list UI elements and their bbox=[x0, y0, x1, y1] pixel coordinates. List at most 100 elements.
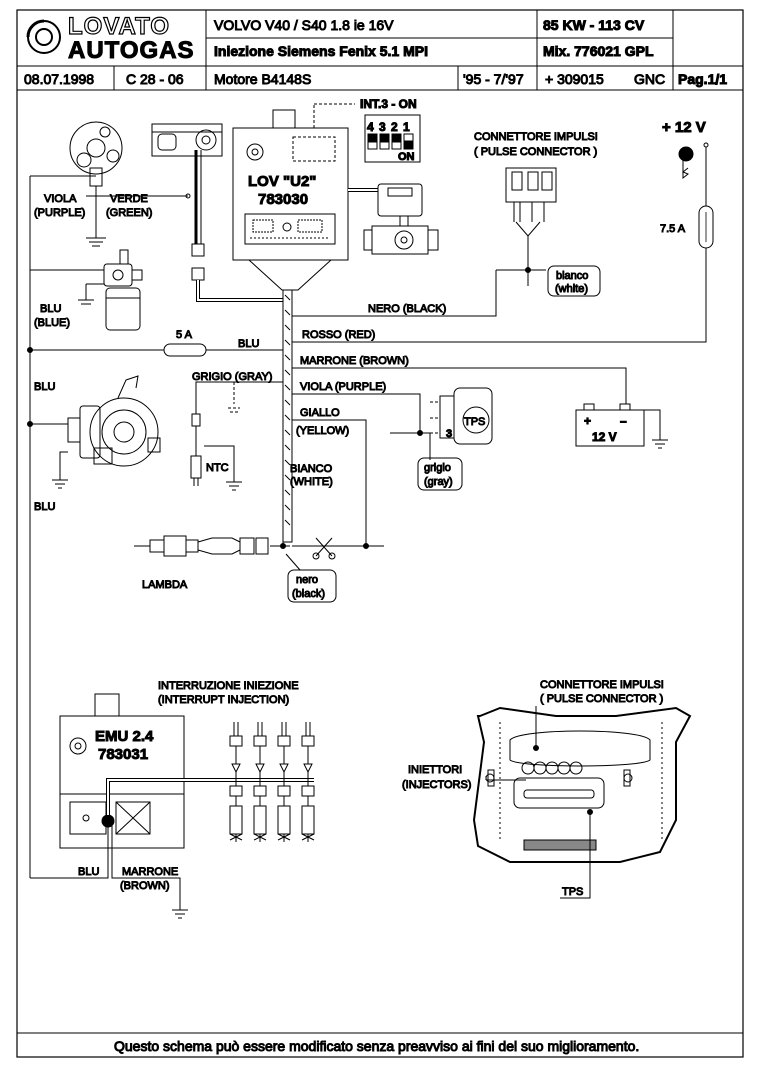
footer-note: Questo schema può essere modificato senz… bbox=[114, 1038, 639, 1054]
emu-code: 783031 bbox=[98, 746, 148, 763]
wire-grigio-gray bbox=[195, 381, 283, 414]
emu-name: EMU 2.4 bbox=[95, 728, 154, 745]
mixer-code: Mix. 776021 GPL bbox=[543, 43, 654, 59]
wire-nero-black bbox=[292, 270, 497, 317]
label-blu-a: BLU bbox=[34, 381, 55, 393]
label-gray: (gray) bbox=[424, 476, 453, 488]
label-blu-emu: BLU bbox=[78, 866, 99, 878]
engine-power: 85 KW - 113 CV bbox=[543, 17, 645, 33]
battery-plus: + bbox=[584, 414, 591, 428]
tps-sensor-icon bbox=[430, 387, 493, 445]
connector-block-icon bbox=[151, 123, 223, 157]
ecu-name: LOV "U2" bbox=[248, 173, 316, 190]
ecu-emu-2-4 bbox=[59, 693, 185, 849]
vehicle-model: VOLVO V40 / S40 1.8 ie 16V bbox=[214, 17, 394, 33]
ecu-code: 783030 bbox=[258, 191, 308, 208]
dip-on-label: ON bbox=[398, 151, 415, 163]
main-wire-harness bbox=[282, 289, 293, 543]
ignition-key-icon bbox=[678, 142, 709, 180]
label-grigio-gray: GRIGIO (GRAY) bbox=[192, 371, 272, 383]
injectors-subtitle: (INJECTORS) bbox=[402, 779, 471, 791]
interrupt-subtitle: (INTERRUPT INJECTION) bbox=[158, 694, 289, 706]
lambda-label: LAMBDA bbox=[142, 579, 188, 591]
label-blue: (BLUE) bbox=[34, 317, 70, 329]
battery-minus: – bbox=[620, 414, 627, 428]
label-brown: (BROWN) bbox=[120, 880, 170, 892]
label-purple: (PURPLE) bbox=[34, 207, 85, 219]
fuse-7-5a-icon bbox=[698, 205, 714, 249]
petrol-valve-icon bbox=[363, 183, 439, 255]
pulse-connector-icon bbox=[505, 167, 557, 237]
label-grigio: grigio bbox=[424, 462, 451, 474]
label-bianco-up: BIANCO bbox=[290, 463, 333, 475]
dip-digit-1: 1 bbox=[403, 120, 410, 134]
label-blu-left: BLU bbox=[40, 303, 61, 315]
fuse-5a-label: 5 A bbox=[176, 329, 193, 341]
grigio-callout: grigio (gray) bbox=[417, 457, 463, 491]
label-bianco: bianco bbox=[556, 270, 588, 282]
ntc-label: NTC bbox=[206, 462, 229, 474]
wire-rosso-red bbox=[292, 248, 707, 343]
label-white-up: (WHITE) bbox=[290, 476, 333, 488]
label-green: (GREEN) bbox=[106, 207, 152, 219]
dip-digit-2: 2 bbox=[391, 120, 398, 134]
dip-digit-3: 3 bbox=[379, 120, 386, 134]
label-white: (white) bbox=[555, 283, 588, 295]
label-blu-mid: BLU bbox=[238, 338, 259, 350]
dip-digit-4: 4 bbox=[367, 120, 374, 134]
pulse-connector-subtitle: ( PULSE CONNECTOR ) bbox=[474, 146, 597, 158]
ref-number: + 309015 bbox=[545, 71, 604, 87]
battery-label: 12 V bbox=[592, 430, 617, 444]
engine-top-view bbox=[472, 706, 692, 863]
pulse-connector-title: CONNETTORE IMPULSI bbox=[474, 131, 598, 143]
label-nero: nero bbox=[296, 574, 318, 586]
label-verde: VERDE bbox=[110, 193, 148, 205]
doc-date: 08.07.1998 bbox=[24, 71, 94, 87]
wire-viola-purple-tps bbox=[292, 393, 421, 433]
label-marrone: MARRONE bbox=[122, 866, 178, 878]
injector-interrupt-plugs bbox=[229, 722, 315, 842]
label-giallo: GIALLO bbox=[300, 407, 340, 419]
fuel-type: GNC bbox=[634, 71, 665, 87]
injectors-label: INIETTORI bbox=[408, 764, 462, 776]
page-number: Pag.1/1 bbox=[678, 71, 727, 87]
label-viola-purple: VIOLA (PURPLE) bbox=[300, 381, 386, 393]
fuse-5a-icon bbox=[163, 343, 207, 357]
label-viola: VIOLA bbox=[44, 193, 77, 205]
plus-12v-label: + 12 V bbox=[662, 119, 706, 136]
pulse-connector-2-title: CONNETTORE IMPULSI bbox=[540, 679, 664, 691]
label-rosso-red: ROSSO (RED) bbox=[302, 329, 375, 341]
injection-system: Iniezione Siemens Fenix 5.1 MPI bbox=[214, 43, 428, 59]
lambda-sensor-icon bbox=[134, 535, 269, 557]
label-blu-b: BLU bbox=[34, 501, 55, 513]
int3-label: INT.3 - ON bbox=[360, 97, 417, 111]
gas-solenoid-valve-icon bbox=[103, 249, 143, 331]
tps-bottom-label: TPS bbox=[562, 886, 583, 898]
wire-giallo-yellow bbox=[292, 419, 367, 546]
nero-callout: nero (black) bbox=[285, 553, 337, 603]
scissors-cut-icon bbox=[312, 537, 336, 560]
doc-code: C 28 - 06 bbox=[126, 71, 184, 87]
interrupt-title: INTERRUZIONE INIEZIONE bbox=[158, 680, 299, 692]
reducer-vaporizer-icon bbox=[67, 375, 161, 467]
engine-code: Motore B4148S bbox=[214, 71, 311, 87]
fuse-7-5a-label: 7.5 A bbox=[660, 223, 686, 235]
ntc-sensor-icon bbox=[190, 413, 202, 486]
label-marrone-brown: MARRONE (BROWN) bbox=[300, 355, 409, 367]
brand-lovato: LOVATO bbox=[68, 13, 170, 40]
tps-label: TPS bbox=[464, 416, 485, 428]
label-nero-black: NERO (BLACK) bbox=[368, 303, 446, 315]
leader-tps bbox=[560, 812, 591, 899]
battery-12v-icon bbox=[575, 403, 645, 447]
bianco-callout: bianco (white) bbox=[547, 265, 601, 297]
tps-pin-label: 3 bbox=[446, 428, 452, 440]
label-black: (black) bbox=[292, 588, 325, 600]
brand-autogas: AUTOGAS bbox=[68, 37, 195, 64]
model-years: '95 - 7/'97 bbox=[463, 71, 524, 87]
wire-marrone-brown bbox=[292, 367, 627, 404]
dip-switch-int3 bbox=[364, 114, 421, 163]
title-block bbox=[16, 9, 744, 1058]
lovato-logo-icon bbox=[26, 19, 61, 54]
label-yellow: (YELLOW) bbox=[296, 425, 349, 437]
